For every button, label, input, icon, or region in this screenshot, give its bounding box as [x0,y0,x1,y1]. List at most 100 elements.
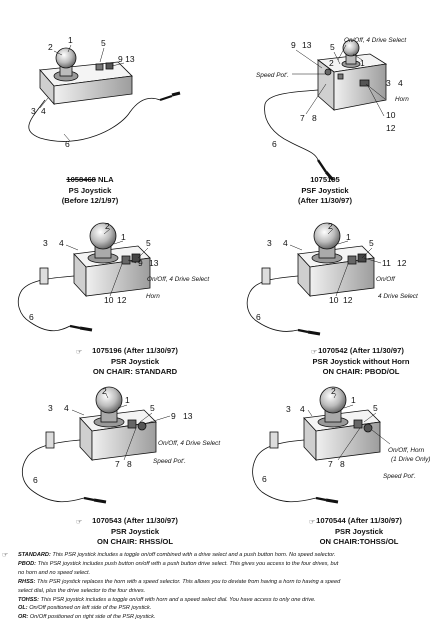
callout-1: 1 [351,395,356,405]
caption-psr-no-horn: 1070542 (After 11/30/97) PSR Joystick wi… [286,346,436,378]
psr-tohss-annotation-drive: (1 Drive Only) [391,456,430,463]
note-rhss: RHSS: This PSR joystick replaces the hor… [18,578,341,585]
note-hand-icon: ☞ [2,552,8,559]
callout-5: 5 [373,403,378,413]
callout-10: 10 [386,110,396,120]
caption-ps: 1058468 NLA PS Joystick (Before 12/1/97) [30,175,150,207]
part-number: 1058468 [66,175,96,184]
part-note: ON CHAIR: STANDARD [92,367,178,376]
callout-8: 8 [340,459,345,469]
callout-12b: 12 [343,295,353,305]
note-rhss-cont: select dial, plus the drive selector to … [18,587,146,594]
callout-6: 6 [33,475,38,485]
psr-tohss-leaders [307,393,391,461]
callout-3: 3 [286,404,291,414]
callout-12: 12 [386,123,396,133]
callout-9-13: 9 13 [118,54,135,64]
note-hand-icons: ☞ ☞ ☞ ☞ ☞ [2,349,317,559]
callout-4: 4 [41,106,46,116]
note-pbod: PBOD: This PSR joystick includes push bu… [18,560,339,567]
part-name: PSR Joystick [110,526,160,536]
psr-rhss-leaders [71,393,171,461]
callout-6: 6 [262,474,267,484]
callout-4: 4 [300,404,305,414]
callout-6: 6 [256,312,261,322]
caption-psr-rhss: 1070543 (After 11/30/97) PSR Joystick ON… [60,516,210,548]
callout-6: 6 [29,312,34,322]
callout-12: 12 [397,258,407,268]
part-number: 1070544 [316,516,346,525]
psr-rhss-drawing [21,386,157,504]
psf-annotation-onoff: On/Off, 4 Drive Select [344,37,406,44]
note-ol: OL: On/Off positioned on left side of th… [18,605,152,612]
callout-3: 3 [48,403,53,413]
psf-annotation-speedpot: Speed Pot'. [256,72,289,79]
psr-no-horn-leaders [289,228,382,297]
ps-callouts: 2 1 5 9 13 3 4 6 [31,35,135,149]
psr-standard-leaders [65,228,149,297]
psf-joystick-drawing [264,39,388,181]
callout-10: 10 [329,295,339,305]
part-suffix: NLA [98,175,114,184]
part-note: (Before 12/1/97) [61,196,119,205]
model-notes: STANDARD: This PSR joystick includes a t… [4,551,438,622]
part-note: (After 11/30/97) [297,196,353,205]
callout-4: 4 [64,403,69,413]
psf-callouts: 9 13 5 2 1 3 4 7 8 10 12 6 [272,40,403,149]
part-number: 1075195 [310,175,340,184]
callout-7: 7 [300,113,305,123]
ps-joystick-drawing [28,47,181,142]
callout-2: 2 [102,386,107,396]
note-hand-icon: ☞ [309,519,315,526]
callout-11: 11 [382,258,391,268]
psf-leaders [292,44,386,117]
callout-7: 7 [328,459,333,469]
psr-tohss-drawing [252,386,381,504]
part-suffix: (After 11/30/97) [347,516,402,525]
callout-13: 13 [183,411,193,421]
part-name: PS Joystick [68,185,112,195]
callout-6: 6 [65,139,70,149]
callout-13: 13 [302,40,312,50]
callout-13: 13 [149,258,159,268]
callout-9: 9 [291,40,296,50]
part-name: PSR Joystick [334,526,384,536]
callout-1: 1 [125,395,130,405]
callout-4: 4 [398,78,403,88]
callout-5: 5 [150,403,155,413]
callout-6: 6 [272,139,277,149]
psr-rhss-callouts: 3 4 2 1 5 9 13 7 8 6 [33,386,193,485]
psr-no-horn-callouts: 3 4 2 1 5 11 12 10 12 6 [256,221,407,322]
callout-2: 2 [48,42,53,52]
note-standard: STANDARD: This PSR joystick includes a t… [18,552,336,558]
note-hand-icon: ☞ [76,519,82,526]
psr-tohss-callouts: 3 4 2 1 5 7 8 6 [262,386,378,484]
callout-2: 2 [105,221,110,231]
psr-standard-annotation-onoff: On/Off, 4 Drive Select [147,276,209,283]
callout-5: 5 [101,38,106,48]
part-note: ON CHAIR: PBOD/OL [322,367,400,376]
psf-annotation-horn: Horn [395,96,409,103]
part-suffix: (After 11/30/97) [123,346,178,355]
psr-standard-annotation-horn: Horn [146,293,160,300]
part-number: 1070543 [92,516,122,525]
callout-7: 7 [115,459,120,469]
callout-3: 3 [31,106,36,116]
caption-psr-tohss: 1070544 (After 11/30/97) PSR Joystick ON… [284,516,434,548]
psr-no-horn-annotation-drive: 4 Drive Select [378,293,418,300]
callout-5: 5 [369,238,374,248]
note-hand-icon: ☞ [311,349,317,356]
part-note: ON CHAIR:TOHSS/OL [319,537,399,546]
callout-5: 5 [146,238,151,248]
psr-standard-drawing [17,222,151,332]
part-suffix: (After 11/30/97) [349,346,404,355]
callout-2: 2 [331,386,336,396]
callout-9: 9 [171,411,176,421]
psr-rhss-annotation-onoff: On/Off, 4 Drive Select [158,440,220,447]
caption-psr-standard: 1075196 (After 11/30/97) PSR Joystick ON… [60,346,210,378]
callout-1: 1 [68,35,73,45]
callout-2: 2 [328,221,333,231]
part-name: PSF Joystick [301,185,349,195]
part-name: PSR Joystick without Horn [312,356,410,366]
